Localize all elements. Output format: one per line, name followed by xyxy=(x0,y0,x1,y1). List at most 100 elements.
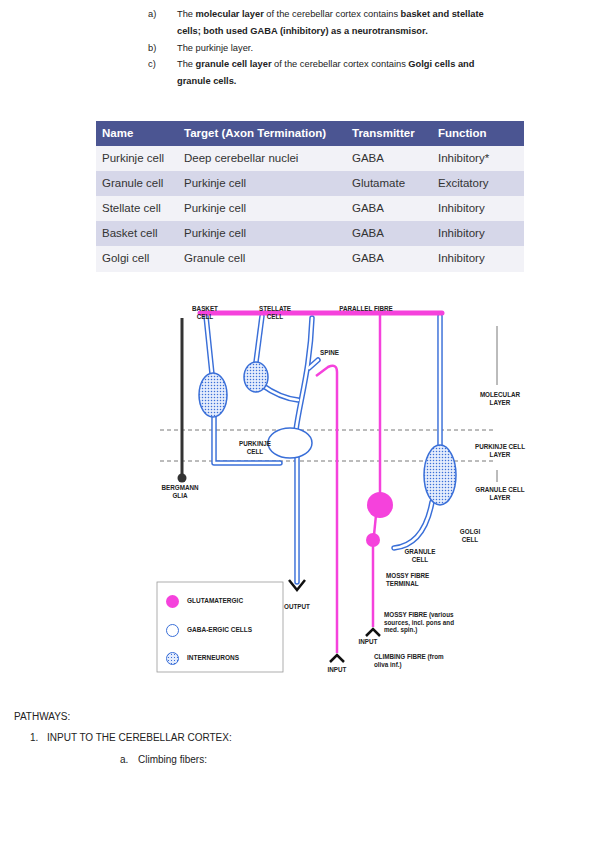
purkinje-axon xyxy=(294,457,300,582)
diagram-label: INPUT xyxy=(322,666,352,674)
list-text: The xyxy=(177,59,193,69)
table-header-cell: Transmitter xyxy=(352,126,415,140)
list-item-text: Themolecular layerof the cerebellar cort… xyxy=(177,6,507,39)
table-cell: GABA xyxy=(352,151,384,165)
table-header-band xyxy=(96,121,524,146)
purkinje-dendrite xyxy=(296,318,312,430)
list-marker: c) xyxy=(148,56,156,73)
neurite-inner xyxy=(206,316,440,582)
table-cell: Granule cell xyxy=(102,176,163,190)
diagram-label: GOLGI CELL xyxy=(455,528,485,543)
output-arrow xyxy=(289,580,305,590)
diagram-label: BERGMANN GLIA xyxy=(154,484,206,499)
stellate-axon xyxy=(262,385,298,400)
diagram-label: MOSSY FIBRE TERMINAL xyxy=(386,572,446,587)
table-cell: Inhibitory* xyxy=(438,151,489,165)
table-row-band xyxy=(96,196,524,221)
list-item-text: Thegranule cell layerof the cerebellar c… xyxy=(177,56,507,89)
table-cell: GABA xyxy=(352,201,384,215)
list-marker: a. xyxy=(120,753,128,766)
list-text: granule cell layer xyxy=(196,59,272,69)
table-header-cell: Name xyxy=(102,126,133,140)
table-cell: Granule cell xyxy=(184,251,245,265)
section-heading: INPUT TO THE CEREBELLAR CORTEX: xyxy=(47,731,232,744)
list-text: molecular layer xyxy=(196,9,264,19)
list-marker: 1. xyxy=(30,731,38,744)
table-cell: Stellate cell xyxy=(102,201,161,215)
basket-dendrite xyxy=(206,316,212,374)
layer-extent xyxy=(497,326,498,385)
list-marker: b) xyxy=(148,40,156,57)
table-cell: Purkinje cell xyxy=(184,176,246,190)
basket-soma xyxy=(199,373,227,417)
table-cell: Golgi cell xyxy=(102,251,149,265)
diagram-label: OUTPUT xyxy=(277,603,317,611)
legend-text: INTERNEURONS xyxy=(187,654,239,662)
diagram-label: SPINE xyxy=(320,349,339,357)
granule-axon xyxy=(379,313,382,495)
purkinje-soma xyxy=(268,428,312,458)
legend-text: GABA-ERGIC CELLS xyxy=(187,626,252,634)
golgi-axon xyxy=(394,502,432,548)
diagram-label: CLIMBING FIBRE (from oliva inf.) xyxy=(374,653,452,668)
golgi-dendrite xyxy=(439,316,442,446)
mossy-fibre xyxy=(372,545,375,627)
mossy-fibre-terminal xyxy=(366,533,380,547)
diagram-label: GRANULE CELL LAYER xyxy=(475,486,525,501)
list-marker: a) xyxy=(148,6,156,23)
stellate-dendrite xyxy=(256,316,262,362)
section-heading: PATHWAYS: xyxy=(14,710,70,723)
parallel-fibre xyxy=(200,311,442,316)
bergmann-glia-fibre xyxy=(181,318,184,475)
bergmann-glia-body xyxy=(178,474,187,483)
section-heading: Climbing fibers: xyxy=(138,753,207,766)
diagram-label: BASKET CELL xyxy=(185,305,225,320)
diagram-label: INPUT xyxy=(353,638,383,646)
table-cell: GABA xyxy=(352,226,384,240)
purkinje-axon xyxy=(296,457,299,582)
table-header-cell: Target (Axon Termination) xyxy=(184,126,326,140)
table-cell: Deep cerebellar nuclei xyxy=(184,151,298,165)
table-cell: Purkinje cell xyxy=(184,201,246,215)
stellate-dendrite xyxy=(256,316,262,362)
layer-extent xyxy=(497,470,498,482)
diagram-label: GRANULE CELL xyxy=(400,548,440,563)
diagram-label: PARALLEL FIBRE xyxy=(326,305,406,313)
legend-frame xyxy=(157,582,283,672)
table-row-band xyxy=(96,221,524,246)
legend-swatch xyxy=(166,595,179,608)
table-cell: Inhibitory xyxy=(438,251,485,265)
table-cell: GABA xyxy=(352,251,384,265)
golgi-axon xyxy=(394,502,432,548)
stellate-axon xyxy=(262,385,298,400)
table-cell: Glutamate xyxy=(352,176,405,190)
table-header-cell: Function xyxy=(438,126,487,140)
gaba-neurites xyxy=(206,316,440,582)
diagram-label: STELLATE CELL xyxy=(254,305,296,320)
stellate-soma xyxy=(244,362,268,392)
table-cell: Excitatory xyxy=(438,176,489,190)
granule-soma xyxy=(367,492,393,518)
golgi-soma xyxy=(424,445,456,505)
table-cell: Inhibitory xyxy=(438,201,485,215)
table-row-band xyxy=(96,246,524,272)
list-text: The purkinje layer. xyxy=(177,43,253,53)
granule-dendrite xyxy=(374,515,376,535)
diagram-label: MOSSY FIBRE (various sources, incl. pons… xyxy=(384,611,466,634)
legend-swatch xyxy=(166,624,179,637)
table-row-band xyxy=(96,146,524,171)
purkinje-spine xyxy=(309,360,318,368)
table-cell: Inhibitory xyxy=(438,226,485,240)
table-row-band xyxy=(96,171,524,196)
input-arrow xyxy=(330,655,344,662)
table-cell: Basket cell xyxy=(102,226,158,240)
table-cell: Purkinje cell xyxy=(184,226,246,240)
diagram-label: MOLECULAR LAYER xyxy=(477,391,523,406)
table-cell: Purkinje cell xyxy=(102,151,164,165)
basket-dendrite xyxy=(206,316,212,374)
purkinje-dendrite xyxy=(296,318,312,430)
input-arrow xyxy=(366,629,380,636)
diagram-label: PURKINJE CELL xyxy=(234,440,276,455)
golgi-dendrite xyxy=(437,316,443,446)
